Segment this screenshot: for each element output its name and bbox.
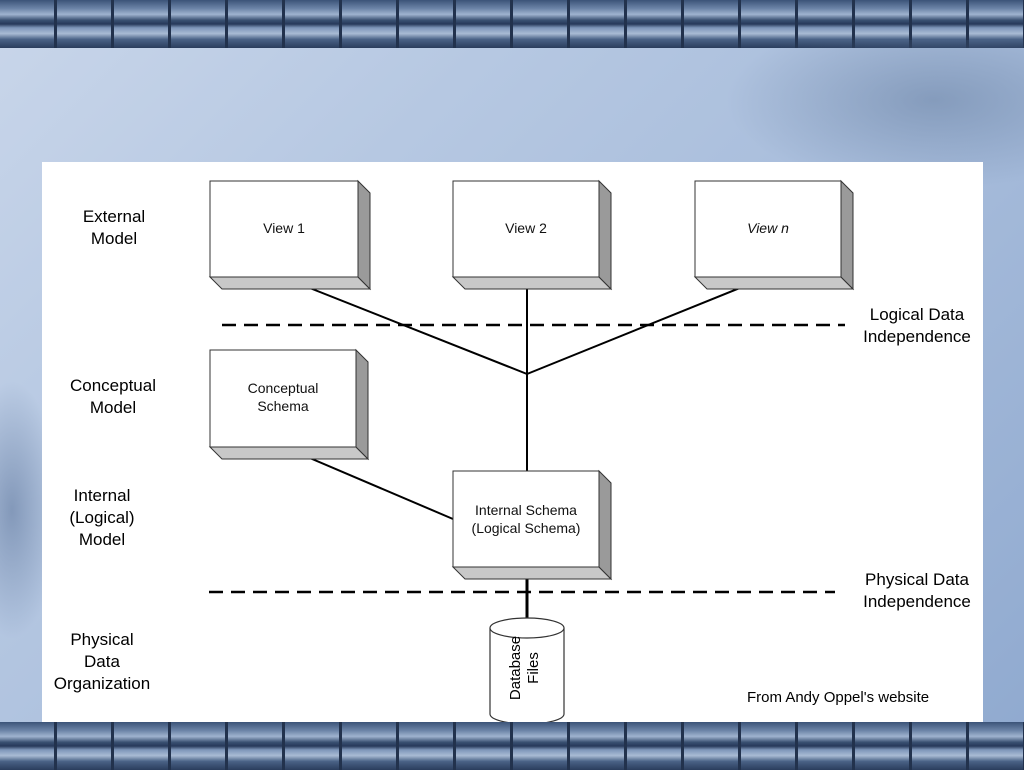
viewn-connector bbox=[526, 276, 768, 375]
viewn-label: View n bbox=[747, 220, 789, 236]
database-cylinder bbox=[489, 617, 565, 725]
internal-schema-box bbox=[451, 469, 613, 581]
view1-connector bbox=[281, 276, 528, 375]
viewn-box bbox=[693, 179, 855, 291]
view2-label: View 2 bbox=[505, 220, 547, 236]
view1-box bbox=[208, 179, 372, 291]
bottom-brick-border bbox=[0, 722, 1024, 770]
internal-schema-label: Internal Schema(Logical Schema) bbox=[471, 502, 581, 536]
conceptual-schema-box bbox=[208, 348, 370, 461]
internal-model-label: Internal(Logical)Model bbox=[69, 486, 135, 549]
top-brick-border bbox=[0, 0, 1024, 48]
view2-box bbox=[451, 179, 613, 291]
view1-label: View 1 bbox=[263, 220, 305, 236]
source-credit: From Andy Oppel's website bbox=[747, 689, 930, 706]
diagram-graphics bbox=[208, 179, 855, 725]
